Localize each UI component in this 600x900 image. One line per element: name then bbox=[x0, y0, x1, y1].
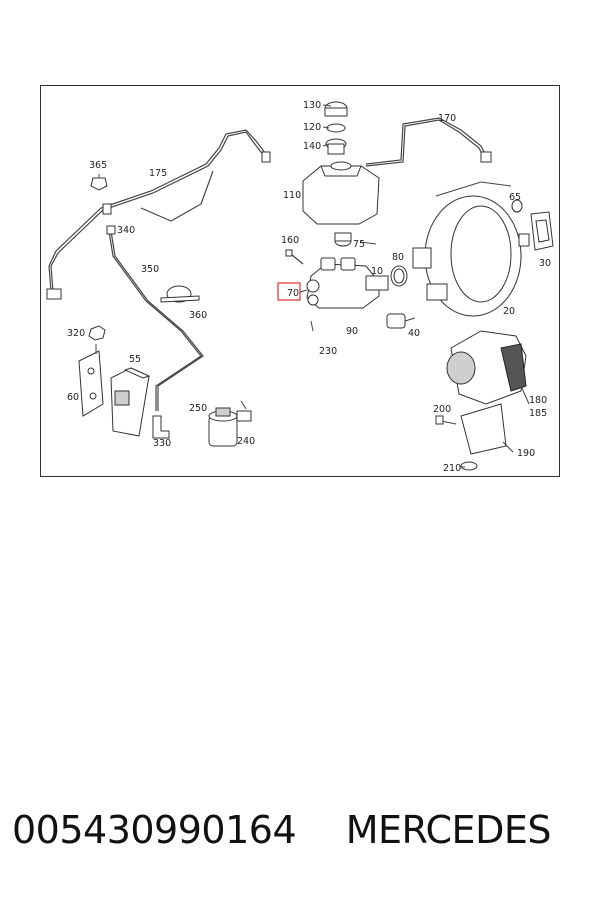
sensor-40 bbox=[386, 313, 416, 329]
parts-diagram: 130 120 140 170 365 175 110 65 340 160 7… bbox=[40, 85, 560, 477]
callout-180: 180 bbox=[529, 395, 547, 406]
callout-90: 90 bbox=[346, 326, 358, 337]
callout-110: 110 bbox=[283, 190, 301, 201]
leader-lines bbox=[299, 104, 530, 468]
callout-65: 65 bbox=[509, 192, 521, 203]
callout-190: 190 bbox=[517, 448, 535, 459]
abs-unit-180 bbox=[446, 330, 527, 405]
master-cylinder-10 bbox=[306, 257, 389, 332]
bracket-60 bbox=[78, 344, 104, 417]
callout-80: 80 bbox=[392, 252, 404, 263]
callout-350: 350 bbox=[141, 264, 159, 275]
callout-250: 250 bbox=[189, 403, 207, 414]
callout-330: 330 bbox=[153, 438, 171, 449]
pressure-switch-240 bbox=[208, 400, 252, 447]
part-number: 005430990164 bbox=[12, 808, 297, 852]
brake-line-175 bbox=[46, 129, 271, 300]
callout-230: 230 bbox=[319, 346, 337, 357]
brake-system-exploded-view: 130 120 140 170 365 175 110 65 340 160 7… bbox=[46, 100, 554, 474]
callout-175: 175 bbox=[149, 168, 167, 179]
callout-130: 130 bbox=[303, 100, 321, 111]
product-caption: 005430990164 MERCEDES bbox=[12, 808, 592, 858]
callout-185: 185 bbox=[529, 408, 547, 419]
callout-60: 60 bbox=[67, 392, 79, 403]
nut-320 bbox=[88, 325, 106, 341]
gasket-30 bbox=[530, 211, 554, 251]
callout-70: 70 bbox=[287, 288, 299, 299]
callout-30: 30 bbox=[539, 258, 551, 269]
callout-55: 55 bbox=[129, 354, 141, 365]
clip-365 bbox=[90, 174, 108, 191]
nut-210 bbox=[460, 461, 478, 471]
callout-10: 10 bbox=[371, 266, 383, 277]
callout-120: 120 bbox=[303, 122, 321, 133]
clamp-360 bbox=[160, 285, 200, 303]
brake-line-350 bbox=[106, 225, 204, 411]
seal-75 bbox=[334, 232, 352, 247]
callout-75: 75 bbox=[353, 239, 365, 250]
callout-210: 210 bbox=[443, 463, 461, 474]
callout-365: 365 bbox=[89, 160, 107, 171]
grommet-65 bbox=[511, 199, 523, 213]
brand-name: MERCEDES bbox=[345, 808, 552, 852]
callout-40: 40 bbox=[408, 328, 420, 339]
seal-ring-80 bbox=[390, 265, 408, 287]
screw-160 bbox=[285, 249, 304, 265]
callout-340: 340 bbox=[117, 225, 135, 236]
callout-170: 170 bbox=[438, 113, 456, 124]
seal-120 bbox=[326, 123, 346, 133]
callout-360: 360 bbox=[189, 310, 207, 321]
bracket-190 bbox=[435, 403, 507, 455]
reservoir-110 bbox=[302, 161, 380, 225]
control-unit-55 bbox=[110, 367, 151, 437]
vacuum-line-170 bbox=[365, 117, 492, 167]
callout-320: 320 bbox=[67, 328, 85, 339]
connector-330 bbox=[152, 415, 170, 439]
callout-200: 200 bbox=[433, 404, 451, 415]
callout-240: 240 bbox=[237, 436, 255, 447]
callout-140: 140 bbox=[303, 141, 321, 152]
callout-20: 20 bbox=[503, 306, 515, 317]
reservoir-cap-130 bbox=[324, 101, 348, 117]
brake-booster-20 bbox=[412, 181, 530, 317]
callout-160: 160 bbox=[281, 235, 299, 246]
filter-140 bbox=[325, 138, 347, 155]
